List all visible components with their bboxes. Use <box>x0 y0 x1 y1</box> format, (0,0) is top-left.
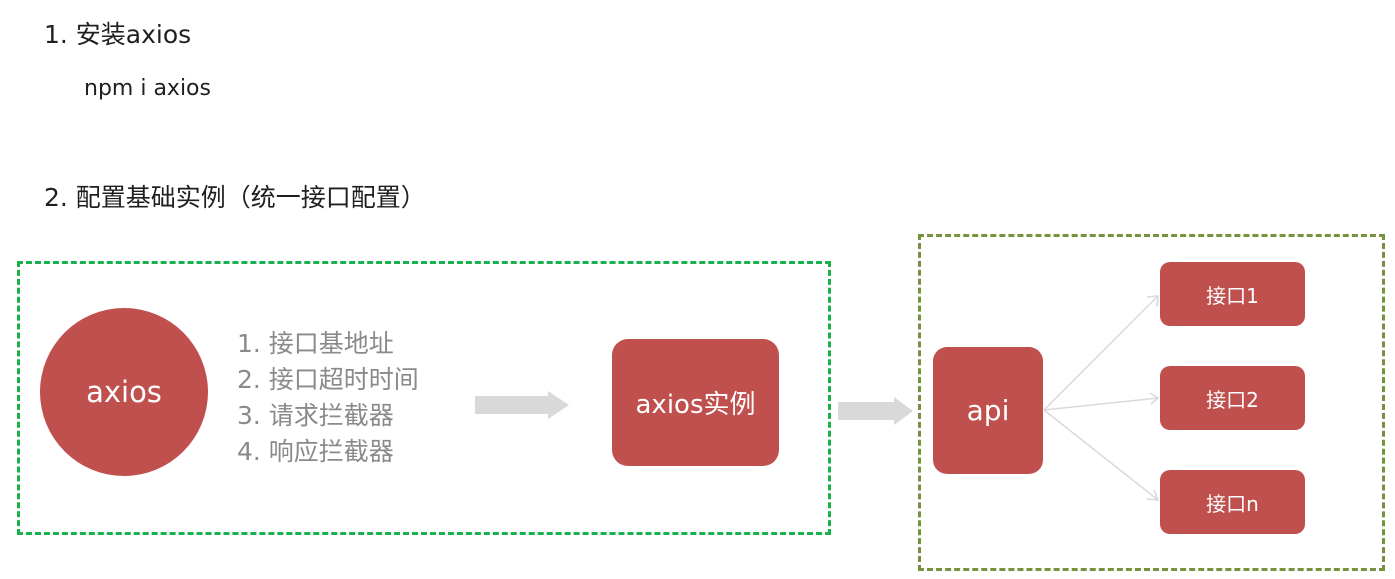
axios-instance-node: axios实例 <box>612 339 779 466</box>
config-item: 4. 响应拦截器 <box>237 437 394 466</box>
endpoint-node-n: 接口n <box>1160 470 1305 534</box>
config-list: 1. 接口基地址 2. 接口超时时间 3. 请求拦截器 4. 响应拦截器 <box>237 326 419 470</box>
connector-arrow-icon <box>1043 409 1160 501</box>
step-1-title: 1. 安装axios <box>44 20 192 49</box>
api-node: api <box>933 347 1043 474</box>
endpoint-node-2: 接口2 <box>1160 366 1305 430</box>
step-2-title: 2. 配置基础实例（统一接口配置） <box>44 183 426 212</box>
connector-arrow-icon <box>1043 392 1160 411</box>
install-command: npm i axios <box>84 76 211 101</box>
block-arrow-icon <box>838 397 913 425</box>
config-item: 3. 请求拦截器 <box>237 401 394 430</box>
connector-arrow-icon <box>1043 295 1159 411</box>
endpoint-node-1: 接口1 <box>1160 262 1305 326</box>
axios-node: axios <box>40 308 208 476</box>
config-item: 1. 接口基地址 <box>237 329 394 358</box>
config-group-box <box>17 261 831 535</box>
api-group-box <box>918 234 1385 571</box>
block-arrow-icon <box>475 391 569 419</box>
config-item: 2. 接口超时时间 <box>237 365 419 394</box>
